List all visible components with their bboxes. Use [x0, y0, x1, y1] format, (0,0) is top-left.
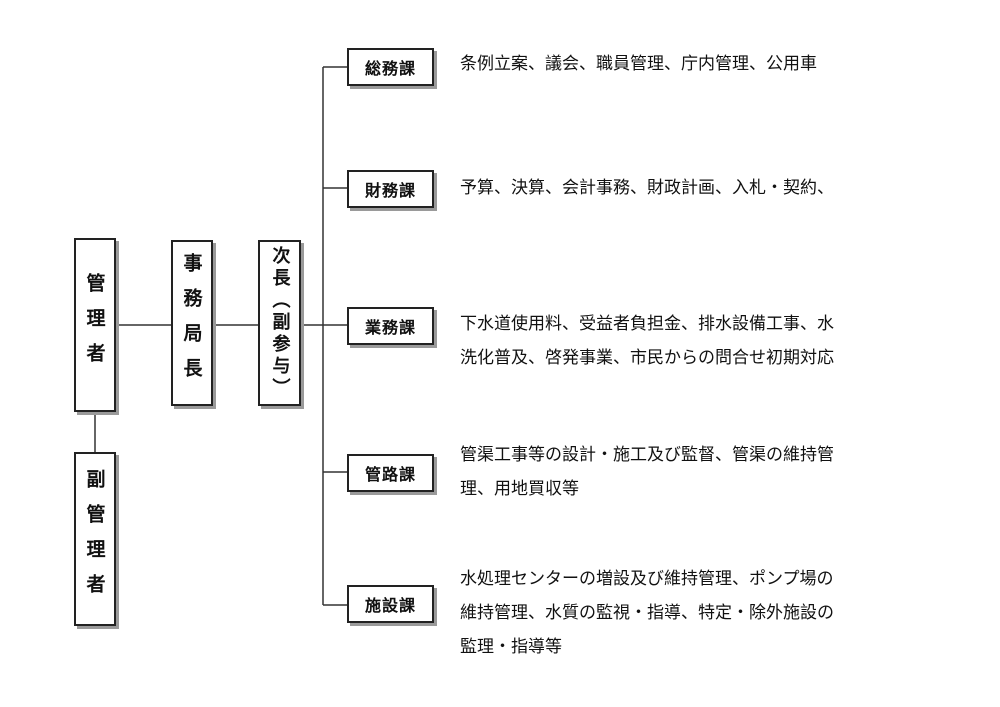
section-box-shisetsu: 施設課: [347, 585, 434, 623]
section-box-kanro: 管路課: [347, 454, 434, 492]
duties-soumu: 条例立案、議会、職員管理、庁内管理、公用車: [460, 47, 920, 81]
deputy-director-label: 次長︵副参与︶: [269, 246, 291, 400]
director-general-label: 事務局長: [180, 253, 203, 393]
section-box-soumu: 総務課: [347, 48, 434, 86]
duty-line: 条例立案、議会、職員管理、庁内管理、公用車: [460, 54, 817, 74]
deputy-director-box: 次長︵副参与︶: [258, 240, 301, 406]
deputy-manager-box: 副管理者: [74, 452, 116, 626]
manager-label: 管理者: [83, 272, 106, 378]
duties-zaimu: 予算、決算、会計事務、財政計画、入札・契約、: [460, 171, 920, 205]
director-general-box: 事務局長: [171, 240, 213, 406]
section-name: 施設課: [364, 596, 416, 615]
duties-gyomu: 下水道使用料、受益者負担金、排水設備工事、水 洗化普及、啓発事業、市民からの問合…: [460, 307, 920, 375]
section-name: 総務課: [364, 59, 416, 78]
duty-line: 下水道使用料、受益者負担金、排水設備工事、水: [460, 314, 834, 334]
duty-line: 管渠工事等の設計・施工及び監督、管渠の維持管: [460, 445, 834, 465]
section-name: 管路課: [364, 465, 416, 484]
duties-shisetsu: 水処理センターの増設及び維持管理、ポンプ場の 維持管理、水質の監視・指導、特定・…: [460, 562, 920, 664]
section-box-zaimu: 財務課: [347, 170, 434, 208]
duty-line: 維持管理、水質の監視・指導、特定・除外施設の: [460, 603, 834, 623]
section-name: 財務課: [364, 181, 416, 200]
duty-line: 洗化普及、啓発事業、市民からの問合せ初期対応: [460, 348, 834, 368]
duty-line: 理、用地買収等: [460, 479, 579, 499]
duty-line: 水処理センターの増設及び維持管理、ポンプ場の: [460, 569, 834, 589]
manager-box: 管理者: [74, 238, 116, 412]
deputy-manager-label: 副管理者: [83, 469, 106, 609]
section-name: 業務課: [364, 318, 416, 337]
duties-kanro: 管渠工事等の設計・施工及び監督、管渠の維持管 理、用地買収等: [460, 438, 920, 506]
section-box-gyomu: 業務課: [347, 307, 434, 345]
duty-line: 監理・指導等: [460, 637, 562, 657]
duty-line: 予算、決算、会計事務、財政計画、入札・契約、: [460, 178, 834, 198]
